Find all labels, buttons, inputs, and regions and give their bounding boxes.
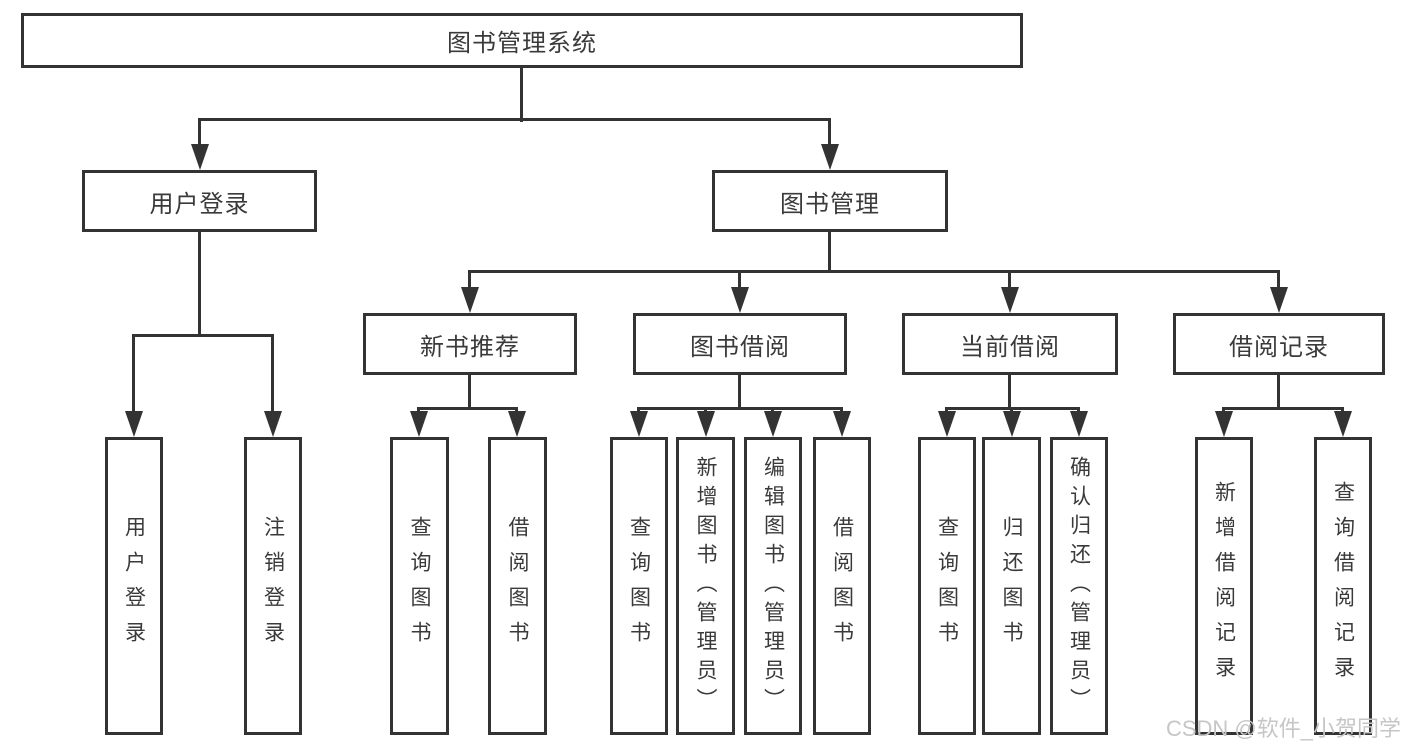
connector-drop-current-borrow — [1008, 272, 1011, 288]
connector-book-borrow-drop — [738, 375, 741, 410]
connector-root-drop — [520, 68, 523, 122]
arrowhead-icon — [1003, 411, 1021, 437]
connector-drop-new-book — [468, 272, 471, 288]
arrowhead-icon — [1070, 411, 1088, 437]
connector-new-book-rail — [417, 407, 518, 410]
leaf-borrow-books-recommend: 借阅图书 — [488, 437, 547, 735]
connector-book-borrow-rail — [637, 407, 843, 410]
node-label: 借阅记录 — [1229, 333, 1329, 361]
node-book-borrow: 图书借阅 — [633, 313, 847, 375]
connector-current-borrow-drop — [1008, 375, 1011, 410]
leaf-label: 确认归还（管理员） — [1067, 455, 1091, 717]
leaf-label: 查询图书 — [935, 516, 959, 656]
arrowhead-icon — [461, 287, 479, 313]
arrowhead-icon — [731, 287, 749, 313]
leaf-label: 查询借阅记录 — [1331, 481, 1355, 691]
leaf-label: 归还图书 — [1000, 516, 1023, 656]
node-label: 新书推荐 — [420, 333, 520, 361]
arrowhead-icon — [264, 411, 282, 437]
connector-drop-leaf — [132, 336, 135, 412]
leaf-label: 注销登录 — [261, 516, 285, 656]
node-user-login: 用户登录 — [82, 170, 317, 232]
leaf-query-books-borrow: 查询图书 — [610, 437, 668, 735]
leaf-return-books: 归还图书 — [982, 437, 1041, 735]
node-library-management-system: 图书管理系统 — [21, 13, 1023, 68]
connector-borrow-records-rail — [1222, 407, 1344, 410]
arrowhead-icon — [1270, 287, 1288, 313]
connector-new-book-drop — [468, 375, 471, 410]
connector-drop-leaf — [271, 336, 274, 412]
connector-level3-rail — [468, 270, 1280, 273]
arrowhead-icon — [1001, 287, 1019, 313]
node-label: 图书管理 — [780, 190, 880, 218]
leaf-label: 查询图书 — [627, 516, 651, 656]
leaf-label: 新增借阅记录 — [1212, 481, 1236, 691]
arrowhead-icon — [938, 411, 956, 437]
leaf-user-login: 用户登录 — [105, 437, 163, 735]
connector-drop-user-login — [198, 120, 201, 146]
leaf-label: 借阅图书 — [830, 516, 854, 656]
arrowhead-icon — [833, 411, 851, 437]
connector-borrow-records-drop — [1277, 375, 1280, 410]
arrowhead-icon — [821, 144, 839, 170]
leaf-logout: 注销登录 — [244, 437, 302, 735]
leaf-add-books-admin: 新增图书（管理员） — [676, 437, 735, 735]
arrowhead-icon — [125, 411, 143, 437]
leaf-confirm-return-admin: 确认归还（管理员） — [1050, 437, 1108, 735]
node-label: 用户登录 — [149, 190, 250, 218]
leaf-label: 新增图书（管理员） — [694, 455, 717, 717]
leaf-label: 查询图书 — [408, 516, 431, 656]
node-label: 当前借阅 — [960, 333, 1060, 361]
arrowhead-icon — [191, 144, 209, 170]
node-borrow-records: 借阅记录 — [1173, 313, 1385, 375]
arrowhead-icon — [1334, 411, 1352, 437]
arrowhead-icon — [1215, 411, 1233, 437]
connector-drop-borrow-records — [1277, 272, 1280, 288]
connector-level2-rail — [198, 118, 831, 121]
node-label: 图书管理系统 — [447, 30, 597, 57]
leaf-label: 借阅图书 — [506, 516, 529, 656]
connector-drop-book-borrow — [738, 272, 741, 288]
connector-user-login-rail — [132, 334, 274, 337]
leaf-query-books-current: 查询图书 — [918, 437, 976, 735]
leaf-add-borrow-record: 新增借阅记录 — [1195, 437, 1253, 735]
leaf-borrow-books: 借阅图书 — [813, 437, 871, 735]
connector-book-management-drop — [828, 232, 831, 273]
node-book-management: 图书管理 — [712, 170, 948, 232]
arrowhead-icon — [764, 411, 782, 437]
node-label: 图书借阅 — [690, 333, 790, 361]
leaf-label: 编辑图书（管理员） — [761, 455, 785, 717]
arrowhead-icon — [630, 411, 648, 437]
connector-user-login-drop — [198, 232, 201, 337]
leaf-label: 用户登录 — [122, 516, 146, 656]
connector-current-borrow-rail — [945, 407, 1080, 410]
node-new-book-recommend: 新书推荐 — [363, 313, 577, 375]
leaf-edit-books-admin: 编辑图书（管理员） — [744, 437, 802, 735]
arrowhead-icon — [410, 411, 428, 437]
arrowhead-icon — [697, 411, 715, 437]
arrowhead-icon — [508, 411, 526, 437]
leaf-query-borrow-record: 查询借阅记录 — [1314, 437, 1372, 735]
leaf-query-books-recommend: 查询图书 — [390, 437, 449, 735]
connector-drop-book-management — [828, 120, 831, 146]
node-current-borrow: 当前借阅 — [902, 313, 1118, 375]
